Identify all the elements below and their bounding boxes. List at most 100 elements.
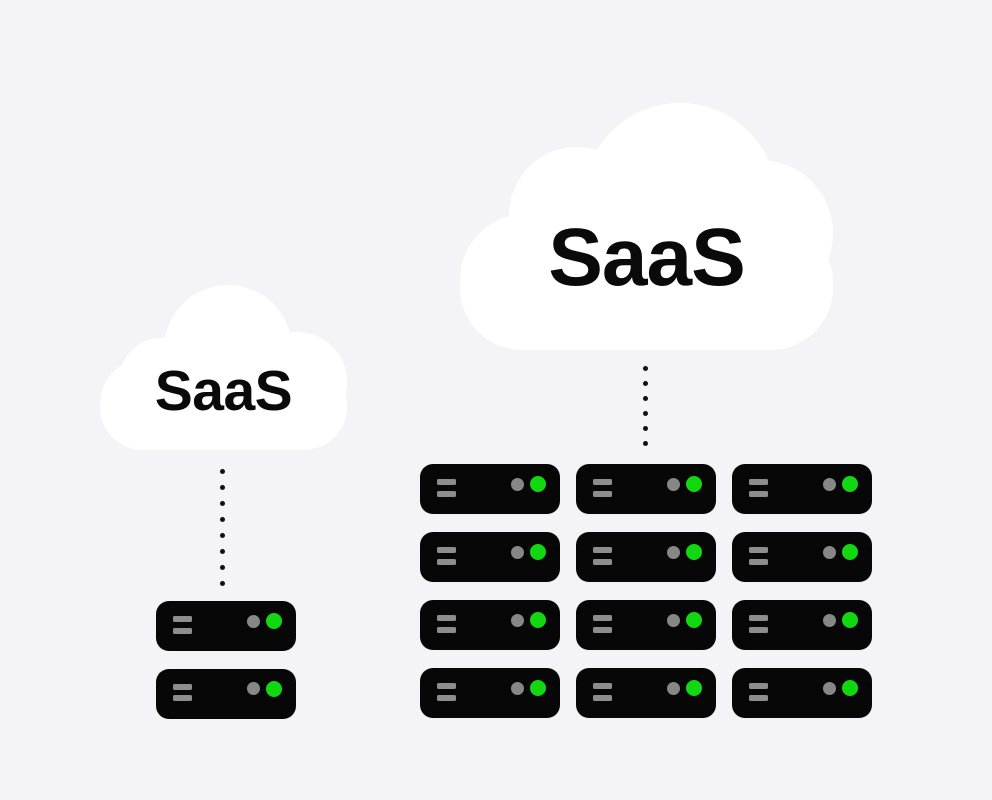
led-idle-icon <box>247 614 260 628</box>
vent-slots-icon <box>173 683 192 701</box>
vent-slot <box>437 615 456 621</box>
led-active-icon <box>530 680 546 696</box>
vent-slot <box>749 558 768 565</box>
cloud-shape-large <box>460 103 833 350</box>
led-idle-icon <box>511 477 524 491</box>
led-idle-icon <box>247 682 260 695</box>
led-idle-icon <box>511 681 524 695</box>
led-active-icon <box>530 544 546 560</box>
led-active-icon <box>686 544 702 560</box>
server-rack <box>732 668 872 718</box>
led-active-icon <box>842 680 858 696</box>
led-active-icon <box>266 680 282 697</box>
led-idle-icon <box>667 681 680 695</box>
saas-label-large: SaaS <box>548 212 746 303</box>
server-rack <box>420 532 560 582</box>
server-rack <box>420 600 560 650</box>
server-rack <box>420 464 560 514</box>
vent-slots-icon <box>437 683 456 701</box>
vent-slots-icon <box>437 615 456 633</box>
vent-slots-icon <box>593 547 612 565</box>
connector-dot <box>220 549 225 554</box>
vent-slot <box>593 615 612 621</box>
led-active-icon <box>842 612 858 628</box>
server-rack <box>156 601 296 651</box>
vent-slot <box>437 547 456 553</box>
vent-slot <box>749 694 768 701</box>
vent-slot <box>749 479 768 485</box>
vent-slot <box>593 694 612 701</box>
vent-slots-icon <box>437 479 456 497</box>
led-idle-icon <box>511 613 524 627</box>
vent-slot <box>593 683 612 689</box>
vent-slots-icon <box>593 683 612 701</box>
vent-slots-icon <box>749 683 768 701</box>
server-rack <box>732 464 872 514</box>
led-active-icon <box>266 613 282 629</box>
led-active-icon <box>530 476 546 492</box>
vent-slot <box>437 558 456 565</box>
led-active-icon <box>530 612 546 628</box>
led-idle-icon <box>823 613 836 627</box>
server-rack <box>576 464 716 514</box>
vent-slots-icon <box>749 615 768 633</box>
server-rack <box>576 668 716 718</box>
vent-slot <box>437 694 456 701</box>
vent-slot <box>593 558 612 565</box>
vent-slot <box>749 683 768 689</box>
server-rack <box>156 668 296 719</box>
server-rack <box>576 600 716 650</box>
vent-slot <box>749 547 768 553</box>
connector-dot <box>220 501 225 506</box>
vent-slot <box>749 490 768 497</box>
vent-slots-icon <box>593 615 612 633</box>
cloud-icon-large: SaaS <box>460 103 833 350</box>
led-active-icon <box>686 612 702 628</box>
vent-slot <box>749 626 768 633</box>
led-idle-icon <box>823 545 836 559</box>
led-active-icon <box>842 544 858 560</box>
connector-dot <box>643 411 648 416</box>
connector-dot <box>643 426 648 431</box>
vent-slot <box>593 626 612 633</box>
dotted-connector-small <box>220 469 225 586</box>
dotted-connector-large <box>643 366 648 446</box>
vent-slot <box>593 547 612 553</box>
vent-slot <box>173 683 192 690</box>
connector-dot <box>220 581 225 586</box>
led-active-icon <box>686 476 702 492</box>
vent-slot <box>173 627 192 634</box>
saas-label-small: SaaS <box>154 358 293 423</box>
vent-slots-icon <box>173 616 192 634</box>
connector-dot <box>220 533 225 538</box>
connector-dot <box>220 469 225 474</box>
vent-slots-icon <box>437 547 456 565</box>
connector-dot <box>220 517 225 522</box>
led-idle-icon <box>823 477 836 491</box>
vent-slot <box>173 616 192 622</box>
vent-slot <box>437 683 456 689</box>
vent-slots-icon <box>749 547 768 565</box>
connector-dot <box>643 366 648 371</box>
vent-slot <box>749 615 768 621</box>
server-stack-small <box>156 601 296 719</box>
vent-slots-icon <box>749 479 768 497</box>
led-idle-icon <box>667 545 680 559</box>
vent-slot <box>437 490 456 497</box>
server-rack <box>732 600 872 650</box>
vent-slot <box>593 479 612 485</box>
server-rack <box>732 532 872 582</box>
led-idle-icon <box>667 613 680 627</box>
connector-dot <box>643 381 648 386</box>
vent-slots-icon <box>593 479 612 497</box>
connector-dot <box>220 565 225 570</box>
vent-slot <box>173 695 192 701</box>
led-active-icon <box>842 476 858 492</box>
cloud-icon-small: SaaS <box>100 285 347 450</box>
cloud-shape-small <box>100 285 347 450</box>
led-idle-icon <box>823 681 836 695</box>
vent-slot <box>437 626 456 633</box>
led-idle-icon <box>511 545 524 559</box>
connector-dot <box>220 485 225 490</box>
